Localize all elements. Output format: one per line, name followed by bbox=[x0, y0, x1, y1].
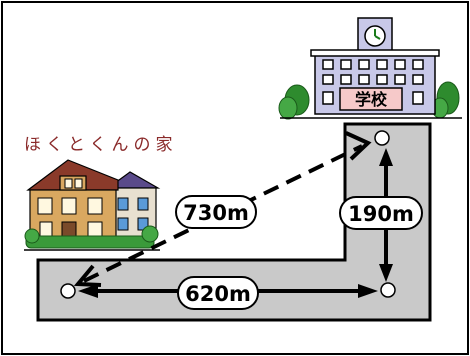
distance-vertical: 190m bbox=[348, 202, 414, 226]
distance-horizontal: 620m bbox=[185, 282, 251, 306]
house-building bbox=[24, 159, 161, 251]
distance-diagonal: 730m bbox=[183, 201, 249, 225]
school-label: 学校 bbox=[355, 90, 388, 109]
home-label: ほくとくんの家 bbox=[24, 135, 178, 155]
point-school bbox=[374, 130, 390, 146]
school-building: 学校 bbox=[278, 17, 462, 120]
label-730m: 730m bbox=[175, 195, 257, 229]
label-620m: 620m bbox=[177, 276, 259, 310]
point-corner bbox=[380, 282, 396, 298]
point-home bbox=[60, 283, 76, 299]
school-sign bbox=[339, 87, 403, 111]
road bbox=[36, 122, 432, 322]
label-190m: 190m bbox=[339, 196, 423, 230]
